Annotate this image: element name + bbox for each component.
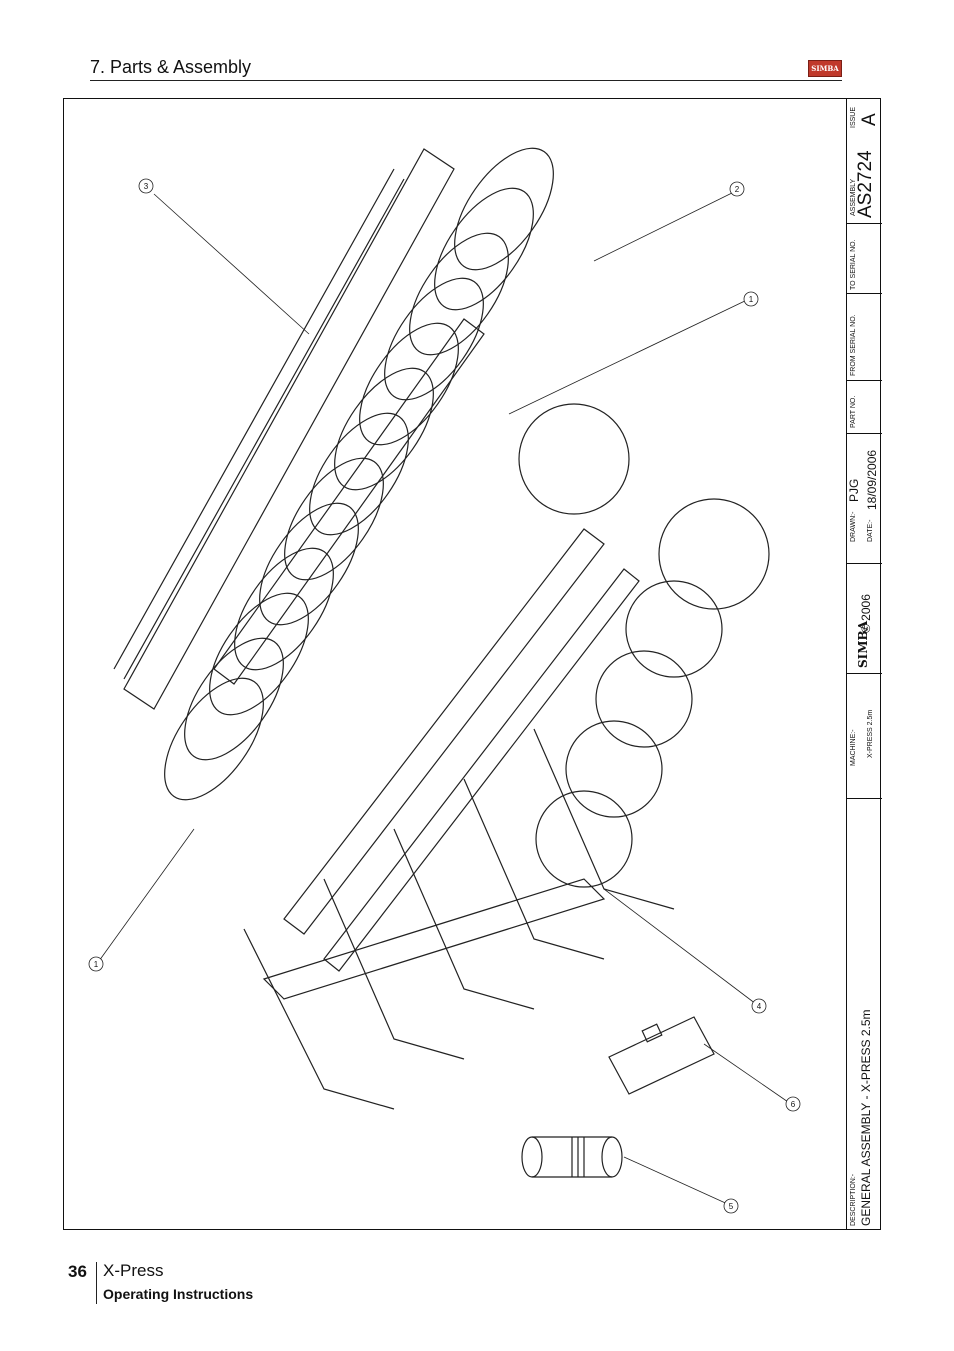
callout-1b: 1 — [88, 956, 104, 972]
callout-6-label: 6 — [791, 1100, 796, 1109]
packer-roller — [164, 147, 554, 801]
callout-markers: 3 2 1 1 4 6 5 — [88, 178, 801, 1214]
tb-divider — [847, 293, 882, 294]
tb-divider — [847, 380, 882, 381]
to-serial-label: TO SERIAL NO. — [850, 239, 857, 290]
drawn-value: PJG — [847, 478, 861, 502]
main-frame-beam — [123, 148, 455, 710]
callout-5: 5 — [723, 1198, 739, 1214]
part-no-label: PART NO. — [850, 395, 857, 428]
callout-2: 2 — [729, 181, 745, 197]
document-canister — [521, 1136, 623, 1178]
scraper-bar — [113, 168, 405, 680]
toolbar-beam — [283, 528, 605, 935]
drawn-label: DRAWN:- — [850, 511, 857, 542]
callout-4: 4 — [751, 998, 767, 1014]
title-block: ISSUE A ASSEMBLY AS2724 TO SERIAL NO. FR… — [846, 98, 882, 1230]
tb-divider — [847, 798, 882, 799]
assembly-number: AS2724 — [855, 150, 876, 218]
header-rule — [90, 80, 842, 81]
callout-3-label: 3 — [144, 182, 149, 191]
from-serial-label: FROM SERIAL NO. — [850, 314, 857, 376]
tb-divider — [847, 563, 882, 564]
document-subtitle: Operating Instructions — [103, 1286, 254, 1302]
issue-value: A — [859, 113, 880, 126]
footer-divider — [96, 1262, 97, 1304]
simba-logo: SIMBA — [808, 60, 842, 77]
brand-mark: SIMBA — [856, 620, 870, 668]
product-name: X-Press — [103, 1261, 164, 1280]
date-value: 18/09/2006 — [865, 449, 879, 510]
assembly-drawing: 3 2 1 1 4 6 5 — [88, 147, 801, 1214]
tb-divider — [847, 433, 882, 434]
operator-manual — [608, 1016, 715, 1095]
roller-beam — [213, 318, 485, 685]
chassis-rail — [262, 878, 606, 1000]
leader-lines — [98, 190, 792, 1207]
toolbar-beam-2 — [323, 568, 640, 972]
tb-divider — [847, 673, 882, 674]
description-label: DESCRIPTION:- — [850, 1173, 857, 1226]
callout-3: 3 — [138, 178, 154, 194]
date-label: DATE:- — [867, 519, 874, 542]
issue-label: ISSUE — [850, 106, 857, 128]
section-title: 7. Parts & Assembly — [90, 57, 252, 77]
callout-2-label: 2 — [735, 185, 740, 194]
leg-assemblies — [243, 728, 675, 1110]
page-number: 36 — [68, 1262, 87, 1281]
callout-5-label: 5 — [729, 1202, 734, 1211]
callout-1: 1 — [743, 291, 759, 307]
callout-6: 6 — [785, 1096, 801, 1112]
disc-gang — [518, 403, 770, 888]
drawing-frame — [63, 98, 881, 1230]
description-value: GENERAL ASSEMBLY - X-PRESS 2.5m — [859, 1009, 873, 1226]
machine-value: X-PRESS 2.5m — [867, 709, 874, 758]
machine-label: MACHINE:- — [850, 729, 857, 766]
tb-divider — [847, 223, 882, 224]
callout-1b-label: 1 — [94, 960, 99, 969]
callout-4-label: 4 — [757, 1002, 762, 1011]
callout-1-label: 1 — [749, 295, 754, 304]
